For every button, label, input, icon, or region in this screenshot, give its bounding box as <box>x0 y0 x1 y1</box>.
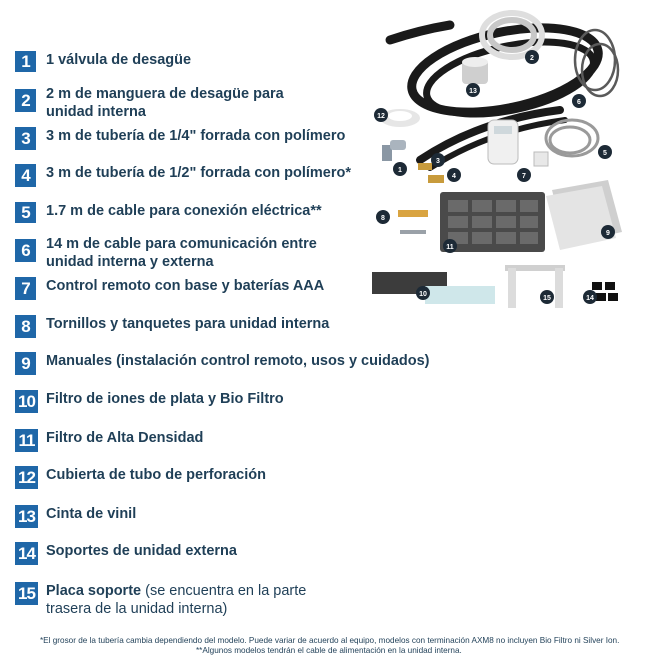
high-density-filter <box>440 192 545 252</box>
vinyl-tape <box>462 57 488 84</box>
item-number-badge: 1 <box>15 51 36 72</box>
item-number-badge: 9 <box>15 352 36 375</box>
remote-control <box>487 119 549 167</box>
item-text: Cinta de vinil <box>46 506 137 522</box>
footnotes: *El grosor de la tubería cambia dependie… <box>40 636 640 656</box>
list-item-11: 11 Filtro de Alta Densidad <box>15 429 203 452</box>
list-item-6: 6 14 m de cable para comunicación entre … <box>15 235 317 271</box>
photo-badge-14: 14 <box>586 295 594 302</box>
photo-number-badges: 2 13 6 12 5 3 1 4 7 8 9 11 10 15 14 <box>374 50 615 304</box>
item-text: 1.7 m de cable para conexión eléctrica** <box>46 203 322 219</box>
item-number-badge: 3 <box>15 127 36 150</box>
photo-badge-12: 12 <box>377 113 385 120</box>
photo-badge-7: 7 <box>522 173 526 180</box>
list-item-13: 13 Cinta de vinil <box>15 505 136 528</box>
accessories-illustration: 2 13 6 12 5 3 1 4 7 8 9 11 10 15 14 <box>372 10 622 308</box>
photo-badge-1: 1 <box>398 167 402 174</box>
item-text-line1: 2 m de manguera de desagüe para <box>46 86 284 102</box>
item-text: Manuales (instalación control remoto, us… <box>46 353 430 369</box>
list-item-2: 2 2 m de manguera de desagüe para unidad… <box>15 85 284 121</box>
list-item-12: 12 Cubierta de tubo de perforación <box>15 466 266 489</box>
item-text-line2: trasera de la unidad interna) <box>46 601 228 617</box>
item-text: Control remoto con base y baterías AAA <box>46 278 325 294</box>
item-text: 1 válvula de desagüe <box>46 52 192 68</box>
item-text-line2: unidad interna y externa <box>46 254 214 270</box>
photo-badge-2: 2 <box>530 55 534 62</box>
item-text: Filtro de Alta Densidad <box>46 430 204 446</box>
electrical-cable <box>544 118 600 158</box>
item-number-badge: 10 <box>15 390 38 413</box>
photo-badge-13: 13 <box>469 88 477 95</box>
list-item-10: 10 Filtro de iones de plata y Bio Filtro <box>15 390 284 413</box>
item-text-line1: Placa soporte (se encuentra en la parte <box>46 582 306 600</box>
list-item-15: 15 Placa soporte (se encuentra en la par… <box>15 582 306 618</box>
item-text-line1: 14 m de cable para comunicación entre <box>46 236 317 252</box>
item-number-badge: 6 <box>15 239 36 262</box>
item-text-rest: (se encuentra en la parte <box>141 583 307 599</box>
item-number-badge: 2 <box>15 89 36 112</box>
item-text: Soportes de unidad externa <box>46 543 237 559</box>
list-item-9: 9 Manuales (instalación control remoto, … <box>15 352 430 375</box>
photo-badge-9: 9 <box>606 230 610 237</box>
list-item-1: 1 1 válvula de desagüe <box>15 51 191 72</box>
user-manuals <box>546 180 622 250</box>
item-number-badge: 11 <box>15 429 38 452</box>
drain-hose-coil <box>479 10 545 60</box>
item-number-badge: 14 <box>15 542 38 565</box>
silver-ion-bio-filter <box>372 272 495 304</box>
photo-badge-6: 6 <box>577 99 581 106</box>
item-number-badge: 5 <box>15 202 36 223</box>
item-text: Tornillos y tanquetes para unidad intern… <box>46 316 330 332</box>
photo-badge-3: 3 <box>436 158 440 165</box>
list-item-14: 14 Soportes de unidad externa <box>15 542 237 565</box>
item-text-bold: Placa soporte <box>46 583 142 599</box>
perforation-tube-cover <box>380 109 420 127</box>
list-item-7: 7 Control remoto con base y baterías AAA <box>15 277 324 300</box>
item-text: Cubierta de tubo de perforación <box>46 467 266 483</box>
pipe-fittings <box>418 163 444 183</box>
item-number-badge: 12 <box>15 466 38 489</box>
list-item-3: 3 3 m de tubería de 1/4" forrada con pol… <box>15 127 345 150</box>
footnote-2: **Algunos modelos tendrán el cable de al… <box>196 646 462 655</box>
item-text: 3 m de tubería de 1/2" forrada con polím… <box>46 165 352 181</box>
item-text: 14 m de cable para comunicación entre un… <box>46 235 317 271</box>
photo-badge-5: 5 <box>603 150 607 157</box>
rubber-feet <box>592 282 618 301</box>
item-number-badge: 15 <box>15 582 38 605</box>
photo-badge-10: 10 <box>419 291 427 298</box>
photo-badge-4: 4 <box>452 173 456 180</box>
drain-valve <box>382 140 406 161</box>
item-number-badge: 8 <box>15 315 36 338</box>
list-item-4: 4 3 m de tubería de 1/2" forrada con pol… <box>15 164 351 187</box>
photo-badge-15: 15 <box>543 295 551 302</box>
item-text: Placa soporte (se encuentra en la parte … <box>46 582 306 618</box>
item-number-badge: 4 <box>15 164 36 187</box>
photo-badge-11: 11 <box>446 244 454 251</box>
item-text: 2 m de manguera de desagüe para unidad i… <box>46 85 284 121</box>
photo-badge-8: 8 <box>381 215 385 222</box>
screws-and-anchors <box>398 210 428 234</box>
list-item-8: 8 Tornillos y tanquetes para unidad inte… <box>15 315 329 338</box>
item-text-line2: unidad interna <box>46 104 146 120</box>
item-text: 3 m de tubería de 1/4" forrada con polím… <box>46 128 346 144</box>
outdoor-unit-supports <box>505 265 565 308</box>
accessory-list: 1 1 válvula de desagüe 2 2 m de manguera… <box>15 51 430 618</box>
item-number-badge: 7 <box>15 277 36 300</box>
communication-cable <box>573 28 620 98</box>
item-text: Filtro de iones de plata y Bio Filtro <box>46 391 284 407</box>
item-number-badge: 13 <box>15 505 38 528</box>
footnote-1: *El grosor de la tubería cambia dependie… <box>40 636 620 645</box>
list-item-5: 5 1.7 m de cable para conexión eléctrica… <box>15 202 322 223</box>
